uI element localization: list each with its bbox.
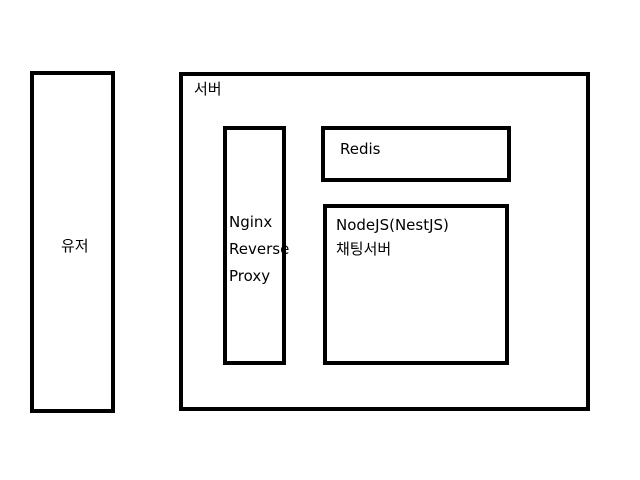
user-box: 유저 bbox=[30, 71, 115, 413]
nginx-label-line-2: Reverse bbox=[229, 240, 290, 258]
nginx-label-line-1: Nginx bbox=[229, 213, 273, 231]
nodejs-chat-server-box: NodeJS(NestJS) 채팅서버 bbox=[323, 204, 509, 365]
nginx-label: Nginx Reverse Proxy bbox=[229, 209, 299, 290]
redis-box: Redis bbox=[321, 126, 511, 182]
server-label: 서버 bbox=[194, 80, 222, 98]
nodejs-title: NodeJS(NestJS) bbox=[336, 216, 449, 234]
user-label: 유저 bbox=[61, 237, 89, 255]
redis-label: Redis bbox=[340, 140, 381, 158]
nginx-reverse-proxy-box: Nginx Reverse Proxy bbox=[223, 126, 289, 365]
chat-server-subtitle: 채팅서버 bbox=[336, 240, 392, 258]
server-box: 서버 Nginx Reverse Proxy Redis NodeJS(Nest… bbox=[179, 72, 590, 411]
nginx-label-line-3: Proxy bbox=[229, 267, 271, 285]
